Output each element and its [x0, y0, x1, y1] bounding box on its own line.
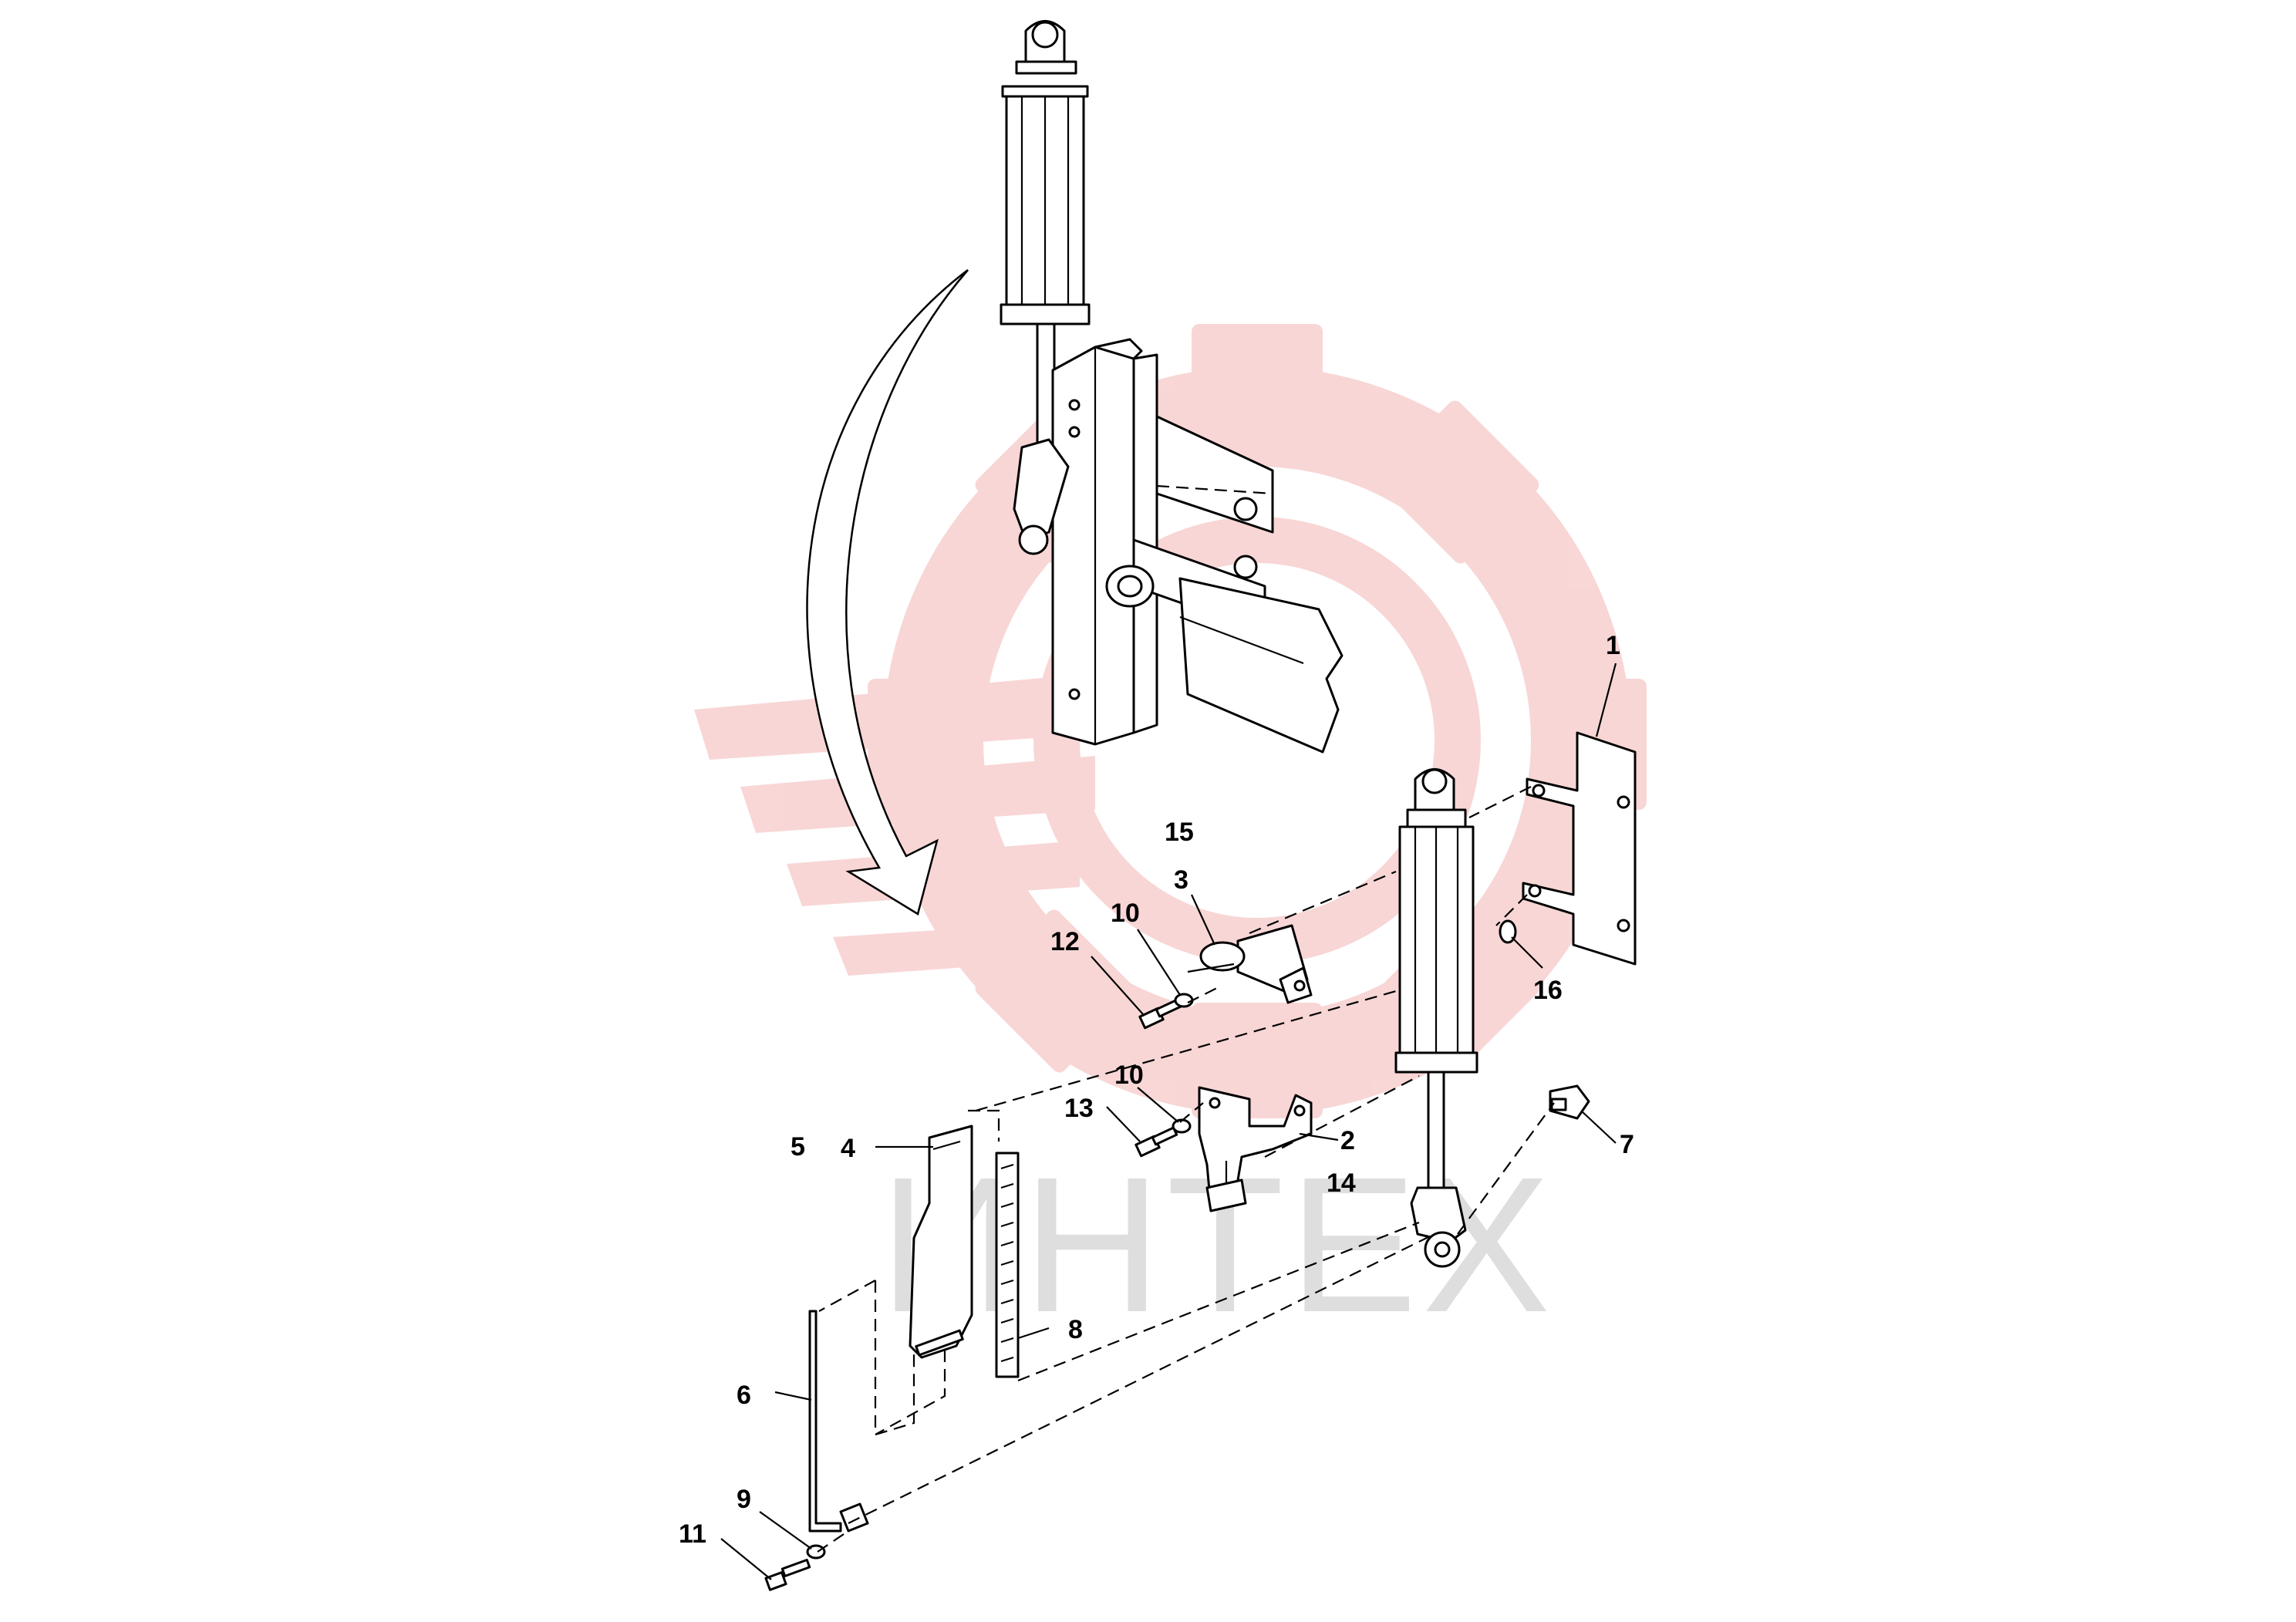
- callout-9: 9: [737, 1485, 751, 1514]
- fastener-10a-washer: [1174, 993, 1194, 1008]
- part-7-clip: [1549, 1084, 1590, 1120]
- part-9-washer: [806, 1544, 826, 1560]
- callout-8: 8: [1068, 1315, 1083, 1344]
- callout-labels: 1 2 3 4 5 6 7 8 9 10 10 11 12 13 14 15 1…: [679, 631, 1634, 1549]
- upper-cylinder-assembly: [1000, 20, 1344, 754]
- callout-5: 5: [791, 1132, 805, 1162]
- callout-13: 13: [1064, 1094, 1094, 1123]
- callout-11: 11: [679, 1519, 706, 1549]
- part-2-bracket: [1198, 1086, 1313, 1212]
- part-6-rod: [808, 1310, 869, 1533]
- part-1-bracket-plate: [1522, 731, 1637, 966]
- part-11-screw: [764, 1558, 811, 1591]
- callout-16: 16: [1533, 976, 1563, 1005]
- callout-2: 2: [1340, 1126, 1355, 1155]
- callout-3: 3: [1174, 865, 1188, 895]
- callout-6: 6: [737, 1381, 751, 1410]
- right-cylinder: [1394, 768, 1478, 1268]
- part-8-label-strip: [995, 1152, 1020, 1378]
- part-3-bracket: [1187, 924, 1313, 1004]
- leader-lines: [720, 663, 1617, 1580]
- callout-1: 1: [1606, 631, 1620, 660]
- part-4-long-bracket: [909, 1125, 973, 1359]
- callout-14: 14: [1327, 1168, 1356, 1198]
- callout-10-upper: 10: [1111, 899, 1140, 928]
- callout-4: 4: [841, 1134, 855, 1163]
- fastener-12-bolt: [1138, 998, 1182, 1030]
- callout-15: 15: [1165, 818, 1194, 847]
- callout-7: 7: [1620, 1130, 1634, 1159]
- assembly-lines: [817, 786, 1555, 1553]
- rotation-arrow: [806, 269, 969, 916]
- callout-12: 12: [1050, 927, 1080, 956]
- callout-10-lower: 10: [1114, 1061, 1144, 1090]
